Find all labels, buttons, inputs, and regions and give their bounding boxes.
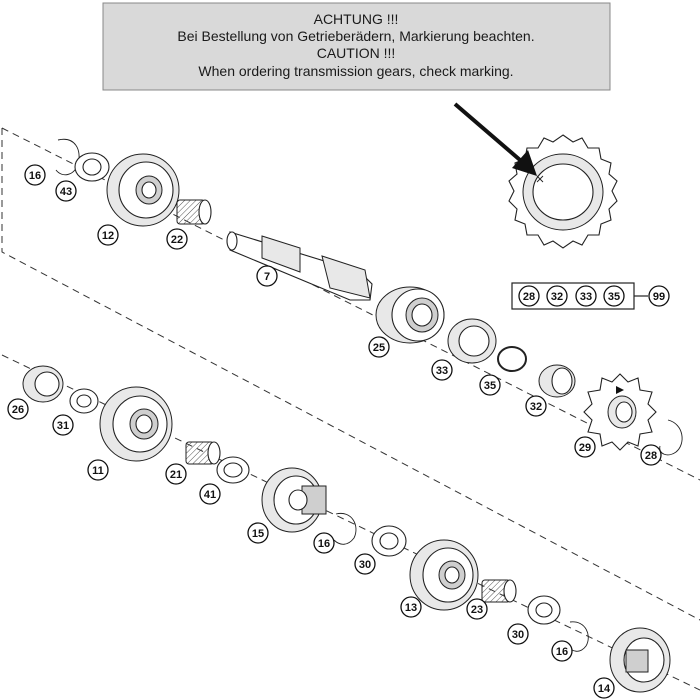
upper-boundary-top	[1, 127, 700, 481]
part-washer-30-lower	[527, 595, 561, 625]
callout-23: 23	[471, 604, 483, 616]
part-gear-11	[99, 386, 173, 462]
part-gear-12	[106, 153, 180, 227]
notice-line-1: ACHTUNG !!!	[314, 11, 399, 27]
part-circlip-16-middle	[333, 512, 357, 545]
part-gear-13	[409, 539, 479, 611]
callout-35: 35	[484, 380, 496, 392]
marking-arrow-head	[512, 150, 537, 176]
callout-7: 7	[264, 271, 270, 283]
notice-line-3: CAUTION !!!	[317, 45, 396, 61]
part-ball-bearing-25	[375, 286, 445, 344]
part-washer-33	[447, 318, 497, 364]
kit-item-28: 28	[523, 291, 535, 303]
marking-arrow-shaft	[453, 102, 522, 162]
callout-16-middle: 16	[318, 538, 330, 550]
callout-22: 22	[171, 234, 183, 246]
part-circlip-28	[659, 419, 683, 456]
callout-26: 26	[12, 404, 24, 416]
callout-14: 14	[598, 683, 611, 695]
kit-number-99: 99	[653, 291, 665, 303]
part-o-ring-35	[497, 346, 527, 372]
part-needle-bearing-23	[481, 579, 517, 603]
callout-13: 13	[405, 602, 417, 614]
kit-item-33: 33	[580, 291, 592, 303]
callout-16-upper: 16	[29, 170, 41, 182]
callout-33: 33	[436, 365, 448, 377]
part-needle-bearing-21	[185, 441, 221, 465]
callout-30-lower: 30	[512, 629, 524, 641]
marking-detail-gear	[453, 102, 618, 249]
part-washer-41	[216, 456, 250, 484]
kit-item-32: 32	[551, 291, 563, 303]
callout-30-middle: 30	[359, 559, 371, 571]
callout-15: 15	[252, 528, 264, 540]
detail-gear-bore	[532, 163, 594, 221]
part-needle-bearing-22	[176, 199, 212, 225]
lower-boundary	[1, 354, 700, 691]
part-gear-14	[609, 627, 671, 693]
callout-32: 32	[530, 401, 542, 413]
kit-item-35: 35	[608, 291, 620, 303]
callouts: 16 43 12 22 7 25 33 35 32 29 28 26 31 11…	[7, 164, 662, 699]
callout-16-lower: 16	[556, 646, 568, 658]
part-bearing-26	[22, 365, 64, 403]
caution-notice: ACHTUNG !!! Bei Bestellung von Getrieber…	[102, 2, 611, 91]
notice-line-2: Bei Bestellung von Getrieberädern, Marki…	[177, 28, 534, 44]
callout-29: 29	[579, 442, 591, 454]
part-gear-15	[261, 467, 327, 533]
callout-28: 28	[645, 450, 657, 462]
callout-43: 43	[60, 186, 72, 198]
callout-21: 21	[170, 469, 182, 481]
callout-25: 25	[373, 342, 385, 354]
part-washer-31	[69, 388, 99, 414]
part-main-shaft-7	[226, 231, 373, 301]
part-spacer-32	[538, 364, 576, 398]
notice-box	[102, 2, 611, 91]
callout-12: 12	[102, 230, 114, 242]
upper-boundary	[1, 128, 700, 621]
notice-line-4: When ordering transmission gears, check …	[198, 63, 513, 79]
callout-41: 41	[204, 489, 216, 501]
part-washer-43	[74, 152, 110, 182]
assembly-boundaries	[1, 127, 700, 691]
part-sprocket-29	[583, 373, 657, 451]
callout-11: 11	[92, 465, 104, 477]
repair-kit-group: 28 32 33 35 99	[511, 282, 670, 310]
callout-31: 31	[57, 420, 69, 432]
part-washer-30-middle	[371, 525, 407, 557]
